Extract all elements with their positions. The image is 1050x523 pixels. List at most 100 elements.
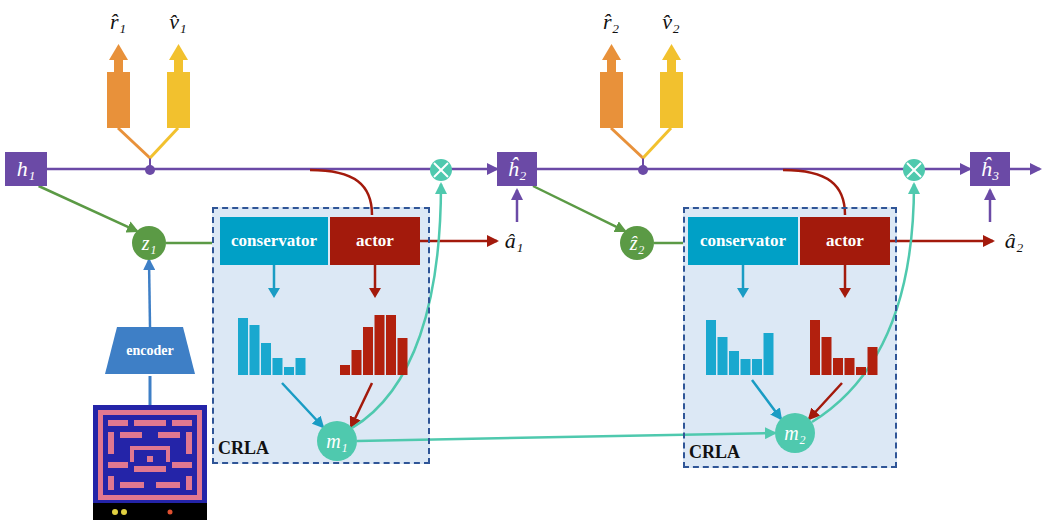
drawing-rect bbox=[107, 72, 130, 128]
node-label: m₂ bbox=[784, 422, 805, 444]
actor-box: actor bbox=[800, 217, 890, 265]
drawing-line bbox=[643, 128, 671, 158]
connector bbox=[47, 168, 497, 171]
drawing-rect bbox=[120, 432, 142, 438]
drawing-rect bbox=[856, 367, 866, 375]
connector bbox=[654, 242, 683, 245]
region-heading: CRLA bbox=[689, 443, 740, 463]
drawing-rect bbox=[186, 476, 192, 490]
connector bbox=[39, 186, 138, 231]
drawing-rect bbox=[167, 72, 190, 128]
multiply-symbol bbox=[903, 159, 925, 181]
drawing-rect bbox=[130, 446, 170, 450]
drawing-rect bbox=[108, 462, 128, 468]
drawing-rect bbox=[238, 318, 248, 375]
drawing-rect bbox=[764, 333, 774, 375]
drawing-circle bbox=[112, 509, 118, 515]
conservator-box: conservator bbox=[688, 217, 798, 265]
drawing-rect bbox=[172, 462, 192, 468]
drawing-rect bbox=[172, 420, 192, 426]
drawing-rect bbox=[284, 367, 294, 375]
game-frame bbox=[93, 405, 207, 520]
drawing-line bbox=[149, 376, 152, 405]
drawing-rect bbox=[134, 466, 166, 472]
actor-box: actor bbox=[330, 217, 420, 265]
drawing-circle bbox=[430, 159, 452, 181]
node-label: z₁ bbox=[142, 232, 157, 254]
hidden-state-box: ĥ₃ bbox=[970, 152, 1010, 186]
drawing-line bbox=[150, 128, 178, 158]
drawing-rect bbox=[363, 327, 373, 375]
conservator-box: conservator bbox=[220, 217, 328, 265]
node-label: conservator bbox=[700, 232, 786, 251]
drawing-rect bbox=[212, 207, 430, 464]
drawing-rect bbox=[273, 358, 283, 375]
drawing-rect bbox=[718, 337, 728, 375]
drawing-polygon bbox=[169, 44, 188, 60]
output-label: r̂₂ bbox=[603, 10, 619, 34]
drawing-circle bbox=[638, 165, 648, 175]
crla-region: CRLA conservator actor m₂ bbox=[683, 207, 897, 468]
drawing-rect bbox=[174, 58, 183, 72]
drawing-circle bbox=[145, 165, 155, 175]
drawing-rect bbox=[600, 72, 623, 128]
drawing-polygon bbox=[602, 44, 621, 60]
drawing-line bbox=[890, 240, 993, 243]
drawing-rect bbox=[845, 358, 855, 375]
histograms bbox=[238, 315, 878, 375]
drawing-polygon bbox=[839, 288, 851, 298]
drawing-circle bbox=[903, 159, 925, 181]
drawing-line bbox=[907, 163, 921, 177]
drawing-rect bbox=[868, 347, 878, 375]
drawing-rect bbox=[398, 338, 408, 375]
node-label: actor bbox=[356, 232, 394, 251]
drawing-polygon bbox=[268, 288, 280, 298]
drawing-line bbox=[1010, 168, 1040, 171]
node-label: h₁ bbox=[17, 157, 36, 181]
drawing-rect bbox=[375, 315, 385, 375]
crla-region: CRLAconservatoractorm₁ bbox=[212, 207, 430, 464]
drawing-rect bbox=[120, 482, 144, 488]
memory-circle: m₁ bbox=[317, 421, 357, 461]
node-label: conservator bbox=[231, 232, 317, 251]
connector bbox=[166, 242, 212, 245]
drawing-polygon bbox=[662, 44, 681, 60]
drawing-rect bbox=[156, 482, 180, 488]
drawing-rect bbox=[296, 358, 306, 375]
node-label: ẑ₂ bbox=[630, 232, 645, 254]
drawing-rect bbox=[186, 432, 192, 454]
connector bbox=[357, 433, 775, 441]
drawing-line bbox=[989, 190, 992, 222]
drawing-line bbox=[420, 240, 497, 243]
latent-circle: ẑ₂ bbox=[620, 226, 654, 260]
drawing-line bbox=[907, 163, 921, 177]
drawing-rect bbox=[250, 325, 260, 375]
latent-circle: z₁ bbox=[132, 226, 166, 260]
drawing-rect bbox=[108, 420, 128, 426]
drawing-rect bbox=[108, 432, 114, 454]
drawing-rect bbox=[261, 343, 271, 375]
output-label: v̂₂ bbox=[662, 10, 679, 34]
drawing-rect bbox=[197, 410, 202, 500]
action-label: â₁ bbox=[505, 229, 524, 253]
drawing-line bbox=[434, 163, 448, 177]
drawing-rect bbox=[340, 365, 350, 375]
drawing-rect bbox=[98, 410, 103, 500]
hidden-state-box: ĥ₂ bbox=[497, 152, 537, 186]
drawing-rect bbox=[386, 315, 396, 375]
drawing-line bbox=[516, 190, 519, 222]
output-label: r̂₁ bbox=[110, 10, 126, 34]
connector bbox=[533, 186, 625, 231]
node-label: m₁ bbox=[326, 430, 347, 452]
drawing-rect bbox=[607, 58, 616, 72]
drawing-rect bbox=[683, 207, 897, 468]
drawing-rect bbox=[108, 476, 114, 490]
drawing-rect bbox=[706, 320, 716, 375]
drawing-rect bbox=[93, 405, 207, 505]
output-label: v̂₁ bbox=[169, 10, 186, 34]
node-label: encoder bbox=[126, 343, 173, 358]
drawing-circle bbox=[168, 510, 173, 515]
drawing-line bbox=[434, 163, 448, 177]
